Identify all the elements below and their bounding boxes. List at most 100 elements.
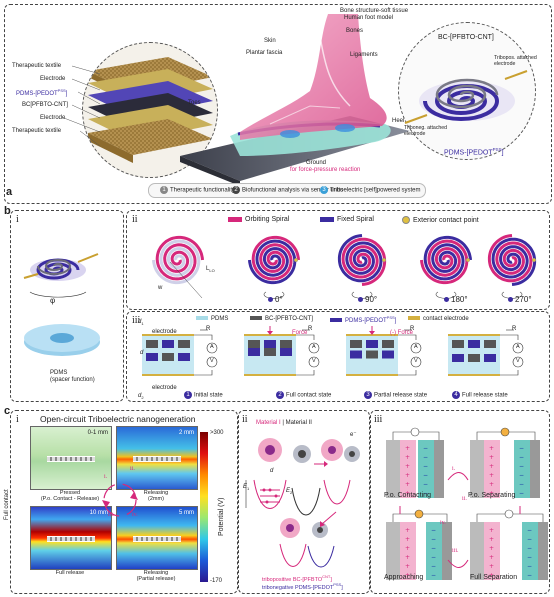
bc-block bbox=[162, 340, 174, 348]
layer-label: Therapeutic textile bbox=[12, 128, 62, 134]
charge-state-label: P.o. Separating bbox=[468, 492, 516, 499]
layer-label: PDMS-[PEDOTPSS] bbox=[16, 88, 68, 98]
svg-text:+: + bbox=[489, 536, 494, 543]
e1-label: E1 bbox=[243, 484, 250, 492]
legend-ii-item: Fixed Spiral bbox=[320, 216, 374, 223]
legend-swatch bbox=[408, 316, 420, 321]
contact-electrode-bottom bbox=[142, 374, 194, 376]
colorbar-min: -170 bbox=[210, 578, 223, 584]
spiral-label-pdms: PDMS-[PEDOTPSS] bbox=[444, 147, 504, 157]
label-skin: Skin bbox=[264, 38, 276, 44]
panel-b-i-label: i bbox=[16, 214, 19, 225]
svg-text:−: − bbox=[527, 536, 532, 543]
svg-text:+: + bbox=[405, 490, 410, 497]
exterior-contact-point bbox=[532, 258, 537, 263]
svg-text:+: + bbox=[405, 536, 410, 543]
panel-c-ii-label: ii bbox=[242, 414, 248, 425]
fixed-spiral bbox=[423, 235, 472, 281]
ammeter-label: A bbox=[516, 344, 520, 350]
svg-text:−: − bbox=[431, 563, 436, 570]
svg-text:+: + bbox=[405, 454, 410, 461]
electrode-left bbox=[386, 522, 400, 580]
svg-text:−: − bbox=[519, 445, 524, 452]
resistor-label: R bbox=[512, 326, 517, 332]
svg-text:+: + bbox=[405, 545, 410, 552]
ammeter-icon bbox=[410, 342, 422, 354]
bc-block bbox=[264, 340, 276, 348]
tile-caption: Full release bbox=[55, 570, 85, 576]
pdms-pedot-block bbox=[146, 353, 158, 361]
potential-tile: 0-1 mm bbox=[30, 426, 112, 490]
svg-text:+: + bbox=[405, 572, 410, 579]
electrode-top-label: electrode bbox=[152, 329, 177, 335]
layer-label: Therapeutic textile bbox=[12, 63, 62, 69]
cycle-label: i. bbox=[104, 474, 108, 480]
tribopositive-layer bbox=[400, 522, 416, 580]
svg-text:−: − bbox=[431, 554, 436, 561]
exterior-contact-point bbox=[293, 258, 298, 263]
svg-text:−: − bbox=[423, 454, 428, 461]
electrode-right bbox=[530, 440, 540, 498]
contact-state-cell bbox=[142, 329, 218, 376]
svg-text:+: + bbox=[405, 481, 410, 488]
contact-point-icon bbox=[402, 216, 410, 224]
potential-tile: 2 mm bbox=[116, 426, 198, 490]
label-human-foot: Human foot model bbox=[344, 15, 394, 21]
tribopositive-layer bbox=[400, 440, 416, 498]
panel-b-iii bbox=[126, 311, 550, 402]
pdms-pedot-block bbox=[264, 348, 276, 356]
spiral-rotation-sequence bbox=[152, 234, 537, 299]
legend-swatch bbox=[196, 316, 208, 321]
gap-label: 2 mm bbox=[179, 430, 194, 436]
potential-tile: 5 mm bbox=[116, 506, 198, 570]
spiral-device-3d bbox=[23, 253, 99, 298]
orbiting-spiral bbox=[251, 235, 300, 281]
potential-tile: 10 mm bbox=[30, 506, 112, 570]
svg-text:+: + bbox=[489, 554, 494, 561]
angle-bullet-icon bbox=[444, 297, 449, 303]
state-number-icon: 3 bbox=[364, 391, 372, 399]
layer-label: Electrode bbox=[40, 115, 66, 121]
voltmeter-label: V bbox=[312, 358, 316, 364]
w-label: w bbox=[158, 285, 163, 291]
panel-c-ii bbox=[238, 410, 370, 594]
svg-text:−: − bbox=[423, 472, 428, 479]
svg-text:−: − bbox=[527, 545, 532, 552]
panel-c-iii-label: iii bbox=[374, 414, 383, 425]
tribonegative-layer bbox=[514, 440, 530, 498]
tribopositive-layer bbox=[484, 440, 500, 498]
contact-electrode-bottom bbox=[448, 374, 500, 376]
electrode-left bbox=[386, 440, 400, 498]
svg-text:+: + bbox=[489, 463, 494, 470]
legend-iii-item: PDMS-[PEDOTPSS] bbox=[330, 316, 396, 324]
state-number-icon: 1 bbox=[184, 391, 192, 399]
force-arrow-icon bbox=[267, 331, 273, 335]
material-label: Material I | Material II bbox=[256, 420, 312, 426]
contact-state-cell bbox=[448, 329, 524, 376]
electrode-right bbox=[538, 522, 548, 580]
layer-label: Electrode bbox=[40, 76, 66, 82]
pdms-spacer-label: PDMS (spacer function) bbox=[50, 370, 95, 383]
svg-text:−: − bbox=[527, 563, 532, 570]
bulb-icon bbox=[414, 509, 424, 519]
svg-text:+: + bbox=[489, 527, 494, 534]
svg-text:−: − bbox=[519, 463, 524, 470]
state-number-icon: 4 bbox=[452, 391, 460, 399]
svg-text:+: + bbox=[489, 445, 494, 452]
pdms-spacer-disc bbox=[24, 324, 100, 356]
ammeter-icon bbox=[308, 342, 320, 354]
electrode-right bbox=[434, 440, 444, 498]
tile-caption: Releasing (2mm) bbox=[143, 490, 169, 503]
svg-text:−: − bbox=[519, 454, 524, 461]
panel-b-i bbox=[10, 210, 124, 402]
svg-text:+: + bbox=[405, 472, 410, 479]
electrode-bottom-label: electrode bbox=[152, 385, 177, 391]
panel-c-i bbox=[10, 410, 238, 594]
label-bones: Bones bbox=[346, 28, 364, 34]
d-label: d bbox=[140, 350, 144, 356]
full-contact-label: Full contact bbox=[4, 489, 10, 520]
bulb-icon bbox=[504, 509, 514, 519]
bulb-icon bbox=[500, 427, 510, 437]
